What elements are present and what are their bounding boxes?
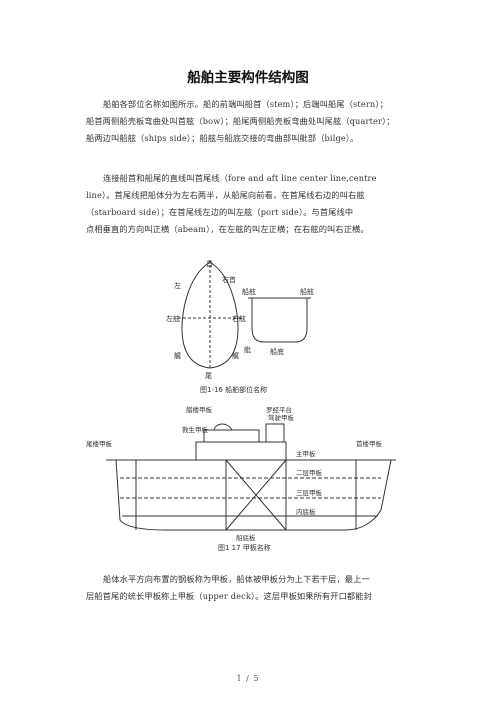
text-line: 层船首尾的统长甲板称上甲板（upper deck）。这层甲板如果所有开口都能封 [86, 591, 372, 601]
text-line: 船体水平方向布置的钢板称为甲板，船体被甲板分为上下若干层，最上一 [103, 574, 370, 584]
text-line: 船首两侧船壳板弯曲处叫首舷（bow）；船尾两侧船壳板弯曲处叫尾舷（quarter… [86, 116, 395, 126]
paragraph-ship-parts: 船舶各部位名称如图所示。船的前端叫船首（stem）；后端叫船尾（stern）； … [86, 96, 416, 147]
label-right-head: 右首 [222, 275, 236, 284]
label-right-quarter: 艉 [232, 351, 239, 360]
text-line: 船两边叫船舷（ships side）；船舷与船底交接的弯曲部叫舭部（bilge）… [86, 133, 359, 143]
label-starboard-side: 右舷 [232, 314, 246, 323]
label-bilge: 舭 [244, 345, 251, 354]
figure-ship-parts: 首 左 右首 左舷 右舷 艉 艉 尾 船舷 船舷 舭 船底 图1-16 船舶部位… [160, 258, 340, 398]
label-left-quarter: 艉 [174, 351, 181, 360]
text-line: 点相垂直的方向叫正横（abeam），在左舷的叫左正横；在右舷的叫右正横。 [86, 224, 369, 234]
text-line: （starboard side）；在首尾线左边的叫左舷（port side）。与… [86, 207, 354, 217]
label-upper-deck: 首楼甲板 [356, 439, 383, 448]
paragraph-decks: 船体水平方向布置的钢板称为甲板，船体被甲板分为上下若干层，最上一 层船首尾的统长… [86, 571, 416, 605]
text-line: line）。首尾线把船体分为左右两半，从船尾向前看，在首尾线右边的叫右舷 [86, 190, 365, 200]
label-port-side: 左舷 [166, 314, 180, 323]
label-third-deck: 三层甲板 [296, 488, 323, 497]
label-bow: 首 [206, 259, 213, 268]
label-main-deck: 主甲板 [296, 449, 316, 458]
label-side-left: 船舷 [242, 287, 256, 296]
page-number: 1 / 5 [236, 674, 260, 683]
deck-diagram: 艏楼甲板 罗经平台 驾驶甲板 救生甲板 尾楼甲板 首楼甲板 主甲板 二层甲板 三… [86, 405, 396, 552]
label-second-deck: 二层甲板 [296, 468, 323, 477]
label-inner-bottom: 内底板 [296, 507, 316, 516]
ship-parts-diagram: 首 左 右首 左舷 右舷 艉 艉 尾 船舷 船舷 舭 船底 图1-16 船舶部位… [166, 259, 314, 394]
label-forecastle-deck: 艏楼甲板 [186, 405, 213, 414]
label-stern: 尾 [205, 372, 212, 380]
label-bottom: 船底 [270, 347, 284, 356]
page-title: 船舶主要构件结构图 [187, 70, 309, 86]
label-left: 左 [174, 281, 181, 290]
figure1-caption: 图1-16 船舶部位名称 [200, 385, 267, 394]
label-bottom-plate: 船底板 [236, 533, 256, 542]
figure2-caption: 图1 17 甲板名称 [218, 543, 271, 552]
label-boat-deck: 救生甲板 [182, 425, 209, 434]
paragraph-centerline: 连接船首和船尾的直线叫首尾线（fore and aft line center … [86, 170, 416, 238]
text-line: 连接船首和船尾的直线叫首尾线（fore and aft line center … [103, 173, 377, 183]
label-side-right: 船舷 [300, 287, 314, 296]
label-compass-deck: 罗经平台 [266, 405, 292, 414]
figure-deck-names: 艏楼甲板 罗经平台 驾驶甲板 救生甲板 尾楼甲板 首楼甲板 主甲板 二层甲板 三… [86, 402, 416, 552]
text-line: 船舶各部位名称如图所示。船的前端叫船首（stem）；后端叫船尾（stern）； [103, 99, 388, 109]
label-poop-deck: 尾楼甲板 [86, 439, 113, 448]
label-bridge-deck: 驾驶甲板 [268, 413, 295, 422]
